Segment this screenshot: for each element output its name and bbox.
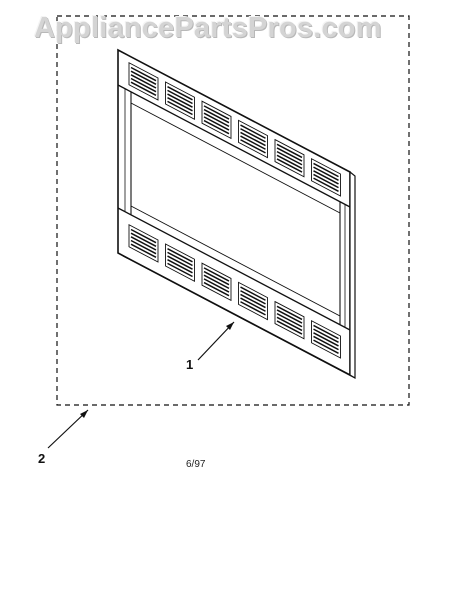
- trim-frame-bottom-edge-2: [122, 255, 356, 379]
- bottom-vent-slot: [313, 328, 339, 343]
- top-vent-slot: [130, 74, 157, 89]
- top-vent-slot: [276, 158, 303, 173]
- bottom-vent-slot: [130, 243, 157, 258]
- top-vent-slot: [313, 173, 339, 189]
- callout-1-label: 1: [186, 357, 194, 372]
- top-vent-slot: [167, 86, 193, 101]
- top-vent-slot: [167, 100, 193, 116]
- top-vent-slot: [240, 128, 266, 143]
- bottom-vent-3: [201, 262, 232, 302]
- top-vent-slot: [240, 124, 266, 139]
- top-vent-slot: [276, 154, 303, 170]
- top-vent-2: [165, 81, 195, 120]
- top-vent-slot: [276, 150, 303, 166]
- date-code: 6/97: [186, 459, 206, 470]
- top-vent-slot: [240, 135, 266, 150]
- callout-2-arrowhead: [80, 410, 88, 418]
- bottom-vent-slot: [313, 339, 339, 354]
- bottom-vent-slot: [313, 324, 339, 340]
- trim-frame-bottom-edge: [117, 252, 124, 257]
- top-vent-slot: [276, 143, 303, 159]
- bottom-vent-slot: [130, 228, 157, 244]
- assembly-boundary-dashed: [56, 15, 410, 406]
- top-vent-slot: [203, 116, 230, 131]
- top-vent-slot: [313, 166, 339, 181]
- bottom-vent-slot: [313, 332, 339, 347]
- callout-1-arrowhead: [226, 322, 234, 330]
- top-vent-grille: [128, 62, 341, 197]
- bottom-vent-slot: [167, 255, 193, 270]
- bottom-vent-slot: [313, 335, 339, 351]
- bottom-vent-slot: [203, 270, 230, 286]
- bottom-vent-grille: [128, 224, 341, 359]
- top-vent-slot: [130, 81, 157, 96]
- bottom-vent-5: [274, 300, 305, 340]
- top-vent-slot: [167, 93, 193, 108]
- callout-2-leader: [47, 409, 89, 449]
- bottom-vent-slot: [240, 290, 266, 305]
- top-vent-slot: [276, 147, 303, 162]
- top-vent-6: [311, 158, 341, 197]
- bottom-vent-slot: [167, 251, 193, 267]
- bottom-vent-slot: [276, 320, 303, 335]
- bottom-rail-border: [117, 207, 351, 331]
- bottom-vent-slot: [276, 312, 303, 328]
- top-vent-slot: [203, 112, 230, 128]
- trim-frame-side-edge: [349, 170, 356, 380]
- top-vent-slot: [130, 77, 157, 93]
- bottom-vent-slot: [130, 232, 157, 247]
- bottom-vent-slot: [130, 236, 157, 251]
- bottom-vent-slot: [240, 297, 266, 312]
- top-vent-slot: [313, 170, 339, 185]
- bottom-vent-slot: [276, 305, 303, 321]
- top-vent-slot: [203, 108, 230, 124]
- top-vent-3: [201, 100, 232, 140]
- bottom-vent-slot: [240, 293, 266, 309]
- top-vent-4: [238, 119, 268, 159]
- top-vent-slot: [313, 177, 339, 192]
- bottom-vent-6: [311, 320, 341, 359]
- bottom-vent-slot: [276, 316, 303, 332]
- bottom-vent-2: [165, 243, 195, 282]
- center-opening: [130, 102, 341, 317]
- bottom-vent-slot: [167, 262, 193, 278]
- top-vent-slot: [167, 89, 193, 105]
- bottom-vent-4: [238, 281, 268, 321]
- top-vent-slot: [130, 70, 157, 85]
- top-vent-5: [274, 138, 305, 178]
- top-rail-border: [117, 84, 351, 208]
- bottom-vent-slot: [167, 248, 193, 263]
- bottom-vent-slot: [203, 281, 230, 297]
- callout-2-label: 2: [38, 451, 46, 466]
- bottom-vent-slot: [240, 286, 266, 301]
- bottom-vent-slot: [167, 259, 193, 274]
- bottom-vent-slot: [240, 301, 266, 316]
- top-vent-slot: [203, 119, 230, 135]
- top-vent-slot: [240, 131, 266, 147]
- bottom-vent-slot: [276, 309, 303, 324]
- callout-1-leader: [197, 321, 235, 361]
- top-vent-slot: [240, 139, 266, 154]
- bottom-vent-slot: [203, 274, 230, 290]
- top-vent-slot: [130, 66, 157, 82]
- top-vent-slot: [167, 97, 193, 112]
- bottom-vent-slot: [130, 239, 157, 255]
- bottom-vent-1: [128, 224, 159, 263]
- bottom-vent-slot: [203, 278, 230, 293]
- bottom-vent-slot: [203, 267, 230, 282]
- top-vent-slot: [203, 105, 230, 120]
- top-vent-slot: [313, 162, 339, 178]
- top-vent-1: [128, 62, 159, 101]
